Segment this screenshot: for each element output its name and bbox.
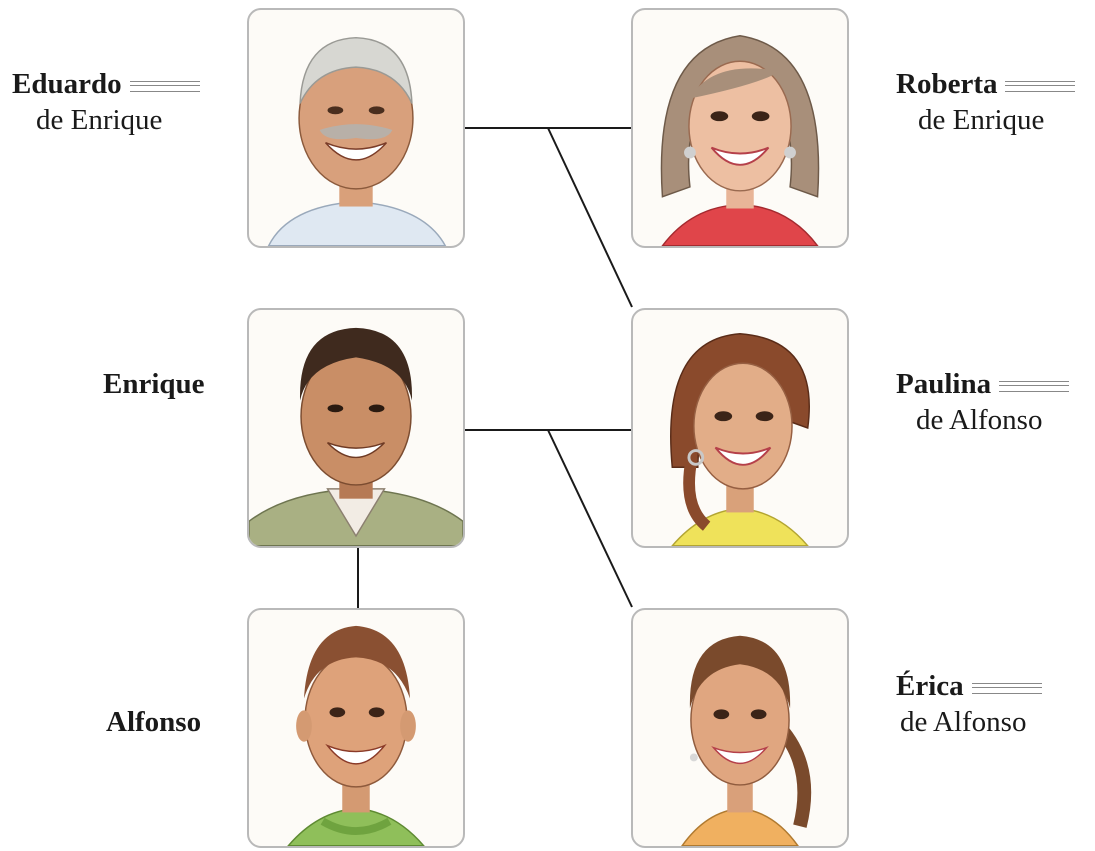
relation-eduardo: de Enrique — [36, 104, 163, 136]
portrait-eduardo — [247, 8, 465, 248]
portrait-alfonso — [247, 608, 465, 848]
daughter-portrait-icon — [681, 635, 812, 846]
connector-couple-to-paulina — [547, 127, 633, 308]
fill-in-blank — [129, 80, 200, 92]
label-erica: Érica de Alfonso — [896, 668, 1095, 740]
relation-erica: de Alfonso — [900, 706, 1027, 738]
portrait-roberta — [631, 8, 849, 248]
fill-in-blank — [1005, 80, 1076, 92]
portrait-paulina — [631, 308, 849, 548]
label-alfonso: Alfonso — [106, 704, 201, 740]
label-roberta: Roberta de Enrique — [896, 66, 1095, 138]
label-paulina: Paulina de Alfonso — [896, 366, 1095, 438]
name-eduardo: Eduardo — [12, 68, 122, 100]
name-alfonso: Alfonso — [106, 706, 202, 738]
relation-paulina: de Alfonso — [916, 404, 1043, 436]
name-erica: Érica — [896, 670, 964, 702]
grandfather-portrait-icon — [267, 36, 447, 246]
fill-in-blank — [971, 682, 1042, 694]
son-portrait-icon — [287, 625, 425, 846]
portrait-erica — [631, 608, 849, 848]
portrait-enrique — [247, 308, 465, 548]
label-enrique: Enrique — [103, 366, 205, 402]
mother-portrait-icon — [670, 333, 810, 546]
name-paulina: Paulina — [896, 368, 992, 400]
fill-in-blank — [999, 380, 1070, 392]
connector-couple-to-erica — [547, 429, 633, 608]
grandmother-portrait-icon — [660, 34, 820, 246]
relation-roberta: de Enrique — [918, 104, 1045, 136]
name-enrique: Enrique — [103, 368, 205, 400]
father-portrait-icon — [249, 327, 463, 546]
label-eduardo: Eduardo de Enrique — [12, 66, 212, 138]
name-roberta: Roberta — [896, 68, 998, 100]
